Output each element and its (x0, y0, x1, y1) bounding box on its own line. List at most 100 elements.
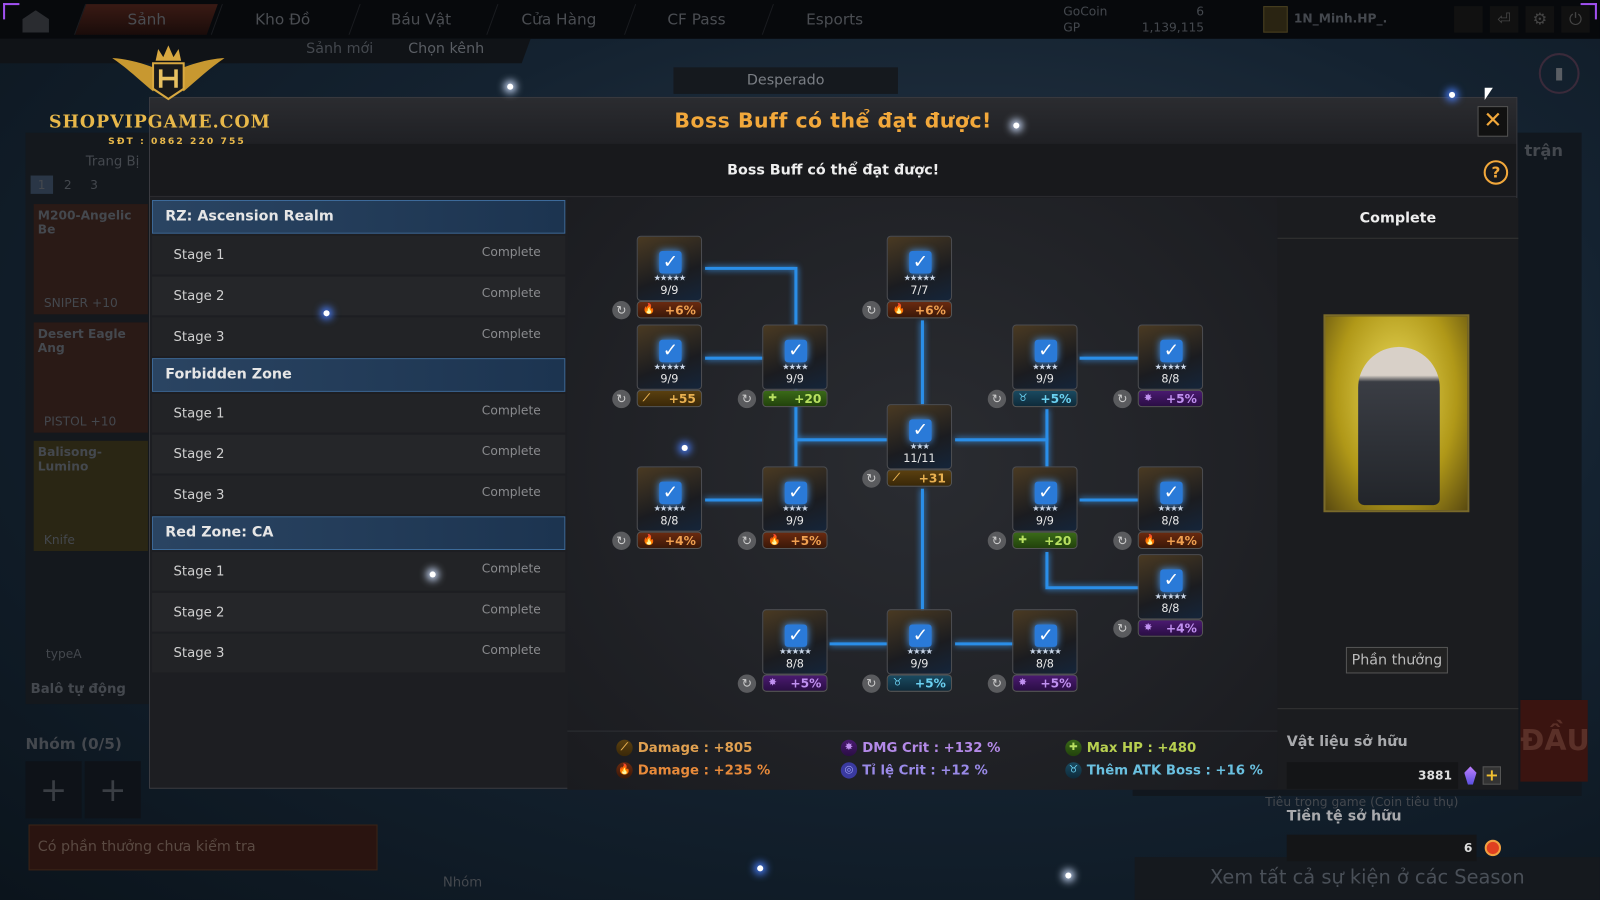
refresh-icon[interactable]: ↻ (987, 389, 1007, 409)
boss-node[interactable]: ✓ ★★★★ 8/8 (1137, 466, 1204, 532)
zone-header[interactable]: Red Zone: CA (152, 516, 566, 550)
refresh-icon[interactable]: ↻ (862, 469, 881, 488)
auto-bag-toggle[interactable]: Balô tự động (30, 681, 126, 697)
refresh-icon[interactable]: ↻ (737, 531, 757, 550)
weapon-type: PISTOL (43, 414, 87, 429)
stage-label: Stage 3 (173, 329, 225, 345)
refresh-icon[interactable]: ↻ (1113, 531, 1132, 550)
weapon-slot-sniper[interactable]: M200-Angelic Be SNIPER +10 (33, 204, 148, 315)
sub-tab-new-lobby[interactable]: Sảnh mới (306, 40, 374, 58)
refresh-icon[interactable]: ↻ (612, 531, 631, 550)
refresh-icon[interactable]: ↻ (1113, 619, 1132, 638)
power-icon[interactable]: ⏻ (1561, 6, 1590, 33)
boss-node[interactable]: ✓ ★★★★★ 8/8 (1012, 609, 1078, 675)
stats-icon[interactable]: ▮ (1538, 53, 1580, 94)
boss-node[interactable]: ✓ ★★★★★ 8/8 (636, 466, 703, 532)
zone-header[interactable]: Forbidden Zone (152, 358, 566, 392)
node-progress: 9/9 (1035, 372, 1054, 386)
add-member-button[interactable]: + (84, 761, 141, 819)
group-button[interactable]: Nhóm (442, 875, 483, 891)
buff-total: ♉ Thêm ATK Boss : +16 % (1065, 762, 1263, 779)
buff-total-text: Max HP : +480 (1086, 740, 1197, 756)
refresh-icon[interactable]: ↻ (737, 674, 757, 693)
boss-icon: ♉ (892, 677, 903, 689)
nav-tab-shop[interactable]: Cửa Hàng (486, 4, 631, 35)
add-materials-button[interactable]: + (1482, 766, 1502, 785)
nav-tab-esports[interactable]: Esports (761, 4, 906, 35)
boss-node[interactable]: ✓ ★★★★ 9/9 (1012, 466, 1078, 532)
boss-node[interactable]: ✓ ★★★★ 9/9 (886, 609, 953, 675)
boss-node[interactable]: ✓ ★★★★★ 8/8 (1137, 324, 1204, 390)
node-progress: 8/8 (1161, 602, 1180, 616)
refresh-icon[interactable]: ↻ (987, 531, 1007, 550)
crit-rate-icon: ◎ (840, 762, 858, 779)
refresh-icon[interactable]: ↻ (862, 301, 881, 320)
check-icon: ✓ (784, 339, 808, 363)
mouse-cursor (1484, 87, 1493, 100)
refresh-icon[interactable]: ↻ (737, 389, 757, 409)
boss-node[interactable]: ✓ ★★★★ 9/9 (762, 466, 828, 532)
reward-button[interactable]: Phần thưởng (1345, 646, 1448, 674)
zone-header[interactable]: RZ: Ascension Realm (152, 199, 566, 234)
boss-node[interactable]: ✓ ★★★ 11/11 (886, 404, 953, 470)
check-icon: ✓ (784, 624, 808, 647)
loadout-tab[interactable]: 3 (90, 177, 98, 192)
buff-value: +5% (914, 676, 946, 691)
refresh-icon[interactable]: ↻ (612, 389, 631, 409)
refresh-icon[interactable]: ↻ (987, 674, 1007, 693)
weapon-slot-pistol[interactable]: Desert Eagle Ang PISTOL +10 (33, 322, 148, 433)
loadout-tab[interactable]: 2 (63, 177, 72, 192)
reward-character-card (1323, 314, 1470, 513)
gp-label: GP (1063, 20, 1081, 35)
node-buff: ♉ +5% (886, 674, 953, 692)
stage-label: Stage 1 (173, 405, 225, 421)
weapon-level: +10 (91, 295, 118, 311)
boss-node[interactable]: ✓ ★★★★★ 8/8 (1137, 554, 1204, 620)
buff-value: +4% (1165, 620, 1197, 636)
add-member-button[interactable]: + (25, 761, 82, 819)
nav-tab-lobby[interactable]: Sảnh (74, 4, 218, 35)
username[interactable]: 1N_Minh.HP_. (1293, 11, 1388, 26)
loadout-tab[interactable]: 1 (30, 175, 53, 194)
modal-subtitle: Boss Buff có thể đạt được! (149, 143, 1517, 197)
nav-tab-treasure[interactable]: Báu Vật (348, 4, 493, 35)
refresh-icon[interactable]: ↻ (612, 301, 631, 320)
gun-icon: ⟋ (642, 392, 650, 405)
boss-node[interactable]: ✓ ★★★★ 9/9 (1012, 324, 1078, 390)
nav-tab-cfpass[interactable]: CF Pass (624, 4, 768, 35)
boss-node[interactable]: ✓ ★★★★★ 7/7 (886, 235, 953, 302)
boss-node[interactable]: ✓ ★★★★★ 8/8 (762, 609, 828, 675)
boss-node[interactable]: ✓ ★★★★ 9/9 (762, 324, 828, 390)
node-progress: 9/9 (1035, 514, 1054, 528)
boss-node[interactable]: ✓ ★★★★★ 9/9 (636, 235, 703, 302)
home-icon[interactable] (22, 10, 49, 33)
gear-icon[interactable]: ⚙ (1525, 6, 1555, 33)
nav-tab-inventory[interactable]: Kho Đồ (210, 4, 355, 35)
sub-tab-channel[interactable]: Chọn kênh (408, 40, 485, 58)
stage-status: Complete (481, 443, 541, 459)
shield-icon[interactable] (1454, 6, 1483, 33)
gun-icon: ⟋ (892, 472, 900, 484)
unchecked-reward-notice[interactable]: Có phần thưởng chưa kiểm tra (28, 824, 378, 871)
buff-value: +6% (664, 302, 696, 317)
node-buff: 🔥 +6% (636, 301, 703, 319)
return-icon[interactable]: ⏎ (1489, 6, 1519, 33)
weapon-slot-knife[interactable]: Balisong-Lumino Knife (33, 440, 148, 552)
check-icon: ✓ (1160, 339, 1183, 363)
season-events-button[interactable]: Xem tất cả sự kiện ở các Season (1134, 857, 1600, 900)
refresh-icon[interactable]: ↻ (862, 674, 881, 693)
close-button[interactable]: ✕ (1477, 106, 1509, 137)
help-icon[interactable]: ? (1483, 160, 1509, 185)
start-button[interactable]: ĐẦU (1520, 699, 1590, 782)
boss-node[interactable]: ✓ ★★★★★ 9/9 (636, 324, 703, 390)
refresh-icon[interactable]: ↻ (1113, 389, 1132, 409)
